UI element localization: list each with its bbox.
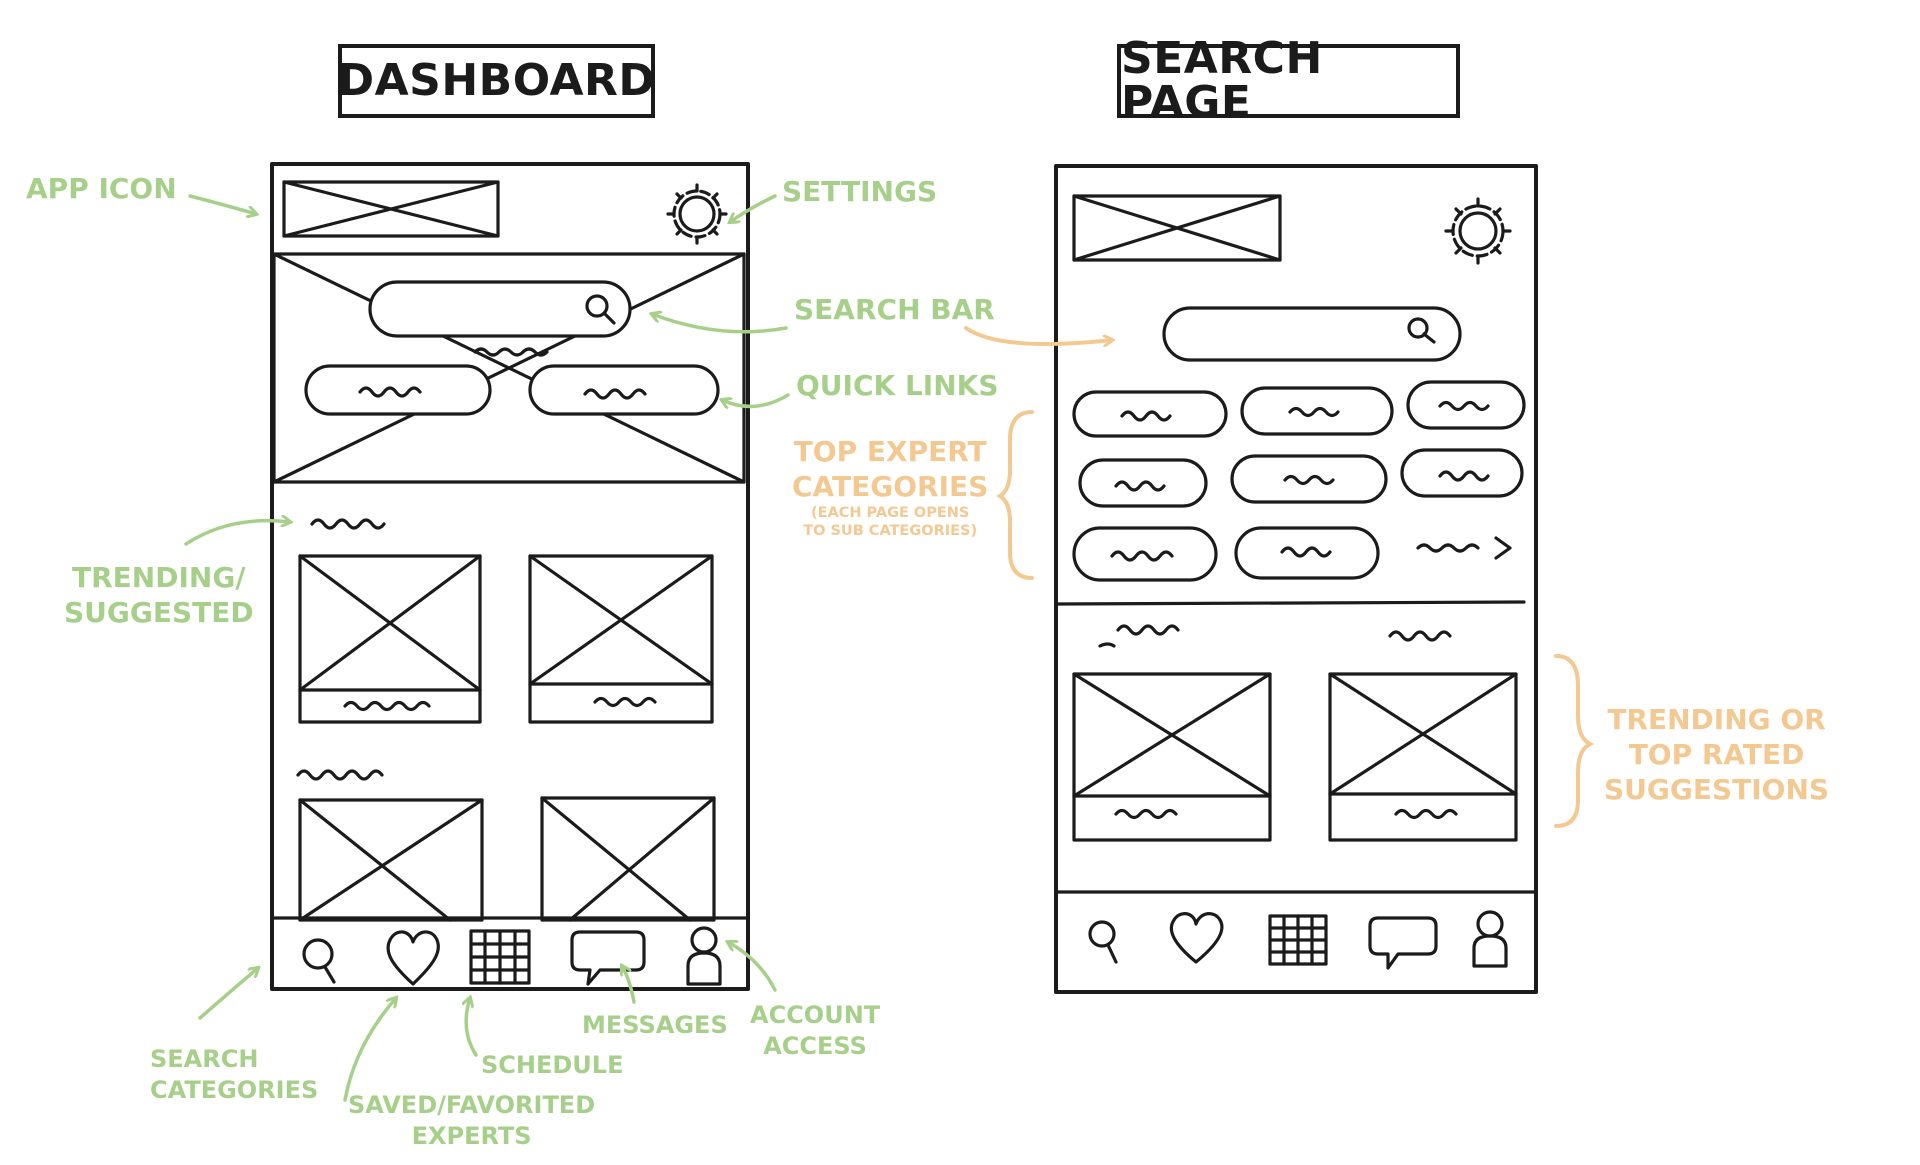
label-note-line: TO SUB CATEGORIES) <box>803 523 978 539</box>
heart-icon <box>1169 912 1224 964</box>
chat-icon <box>570 930 646 986</box>
label-line: ACCOUNT <box>750 1001 881 1029</box>
label-line: SEARCH <box>150 1045 259 1073</box>
chat-icon <box>1368 916 1438 970</box>
search-phone <box>1054 164 1538 994</box>
label-saved-favorited: SAVED/FAVORITED EXPERTS <box>348 1090 595 1152</box>
dashboard-card <box>298 798 484 922</box>
label-schedule: SCHEDULE <box>481 1051 624 1079</box>
label-trending-top-rated: TRENDING OR TOP RATED SUGGESTIONS <box>1604 702 1829 807</box>
dashboard-app-logo <box>282 180 500 238</box>
dashboard-card <box>298 554 482 724</box>
arrow-settings <box>730 194 777 222</box>
arrow-app-icon <box>188 194 256 214</box>
arrow-messages <box>622 966 636 1004</box>
label-account-access: ACCOUNT ACCESS <box>750 1000 880 1062</box>
arrow-quick-links <box>722 393 790 406</box>
search-icon <box>1088 920 1118 964</box>
label-line: TOP EXPERT <box>793 435 987 468</box>
person-icon <box>1472 910 1508 968</box>
label-settings: SETTINGS <box>782 175 938 208</box>
label-line: TOP RATED <box>1628 738 1805 771</box>
dashboard-hero-image <box>272 252 746 484</box>
label-trending-suggested: TRENDING/ SUGGESTED <box>64 560 254 630</box>
brace-top-expert <box>996 410 1034 580</box>
gear-icon <box>666 183 728 245</box>
brace-trending-top-rated <box>1554 654 1595 828</box>
arrow-search-bar <box>652 314 788 334</box>
label-line: TRENDING OR <box>1607 703 1826 736</box>
label-app-icon: APP ICON <box>26 172 177 205</box>
search-card <box>1072 672 1272 842</box>
dashboard-nav-bar <box>302 926 722 986</box>
label-line: TRENDING/ <box>72 561 246 594</box>
arrow-saved <box>343 998 396 1102</box>
heart-icon <box>386 930 440 986</box>
search-page-title: SEARCH PAGE <box>1117 37 1460 125</box>
label-note-line: (EACH PAGE OPENS <box>810 505 970 521</box>
label-line: CATEGORIES <box>792 470 989 503</box>
arrow-account <box>728 942 777 992</box>
dashboard-quick-links <box>304 364 720 416</box>
search-app-logo <box>1072 194 1282 262</box>
label-top-expert-categories: TOP EXPERT CATEGORIES (EACH PAGE OPENS T… <box>792 434 988 540</box>
search-icon <box>302 938 336 984</box>
label-line: ACCESS <box>763 1032 867 1060</box>
arrow-schedule <box>466 998 478 1057</box>
label-line: CATEGORIES <box>150 1076 319 1104</box>
arrow-search-bar-orange <box>964 326 1112 344</box>
dashboard-search-bar <box>368 280 632 357</box>
dashboard-card <box>540 796 716 922</box>
category-pills <box>1072 380 1526 582</box>
search-page-search-bar <box>1162 306 1462 362</box>
search-nav-bar <box>1088 910 1508 970</box>
search-card <box>1328 672 1518 842</box>
label-messages: MESSAGES <box>582 1011 728 1039</box>
label-line: SUGGESTIONS <box>1604 773 1830 806</box>
gear-icon <box>1444 197 1512 265</box>
label-line: SUGGESTED <box>64 596 254 629</box>
arrow-trending <box>184 521 290 546</box>
label-search-categories: SEARCH CATEGORIES <box>150 1044 318 1106</box>
dashboard-title: DASHBOARD <box>338 44 655 118</box>
arrow-search-categories <box>198 968 258 1020</box>
calendar-icon <box>469 929 531 985</box>
label-line: EXPERTS <box>411 1122 532 1150</box>
person-icon <box>686 926 722 986</box>
label-line: SAVED/FAVORITED <box>348 1091 596 1119</box>
label-search-bar: SEARCH BAR <box>794 293 995 326</box>
dashboard-card <box>528 554 714 724</box>
label-quick-links: QUICK LINKS <box>796 369 999 402</box>
dashboard-phone <box>270 162 750 991</box>
calendar-icon <box>1268 914 1328 966</box>
